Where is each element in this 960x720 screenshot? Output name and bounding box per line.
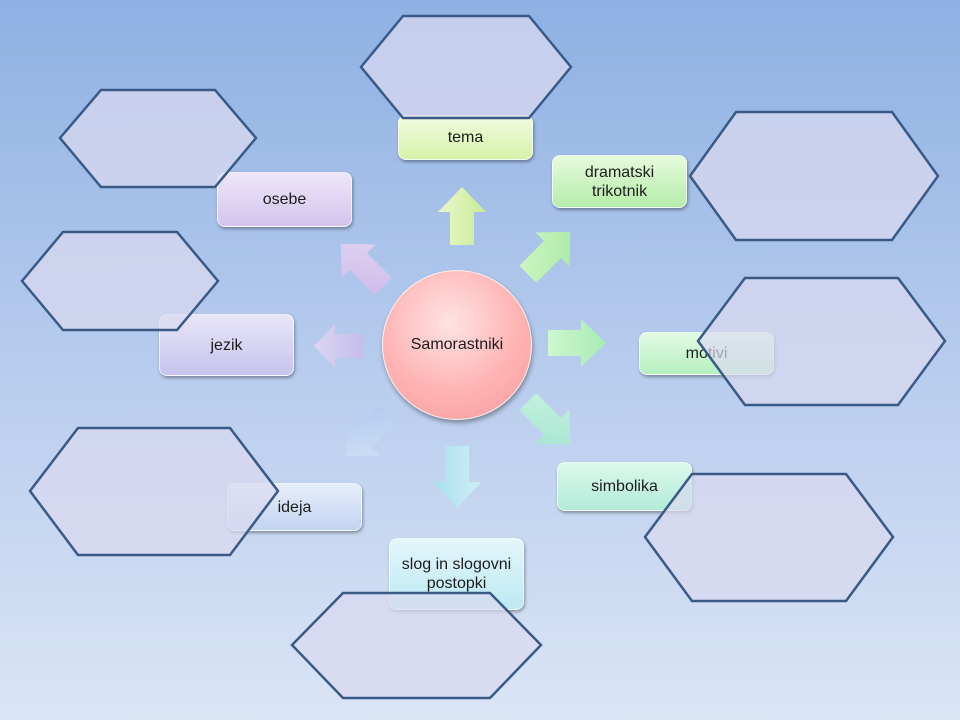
node-tema-label: tema (447, 129, 484, 146)
hexagon-motivi (696, 276, 947, 407)
arrow-osebe (340, 243, 392, 295)
hexagon-dramatski (688, 110, 940, 242)
arrow-jezik (314, 324, 363, 368)
arrow-simbolika (519, 393, 571, 445)
node-dramatski-label: dramatski trikotnik (584, 163, 655, 200)
arrow-ideja (345, 405, 397, 457)
node-jezik-label: jezik (210, 336, 243, 354)
node-tema: tema (398, 115, 533, 160)
node-ideja-label: ideja (277, 498, 312, 516)
hexagon-jezik (20, 230, 220, 332)
hexagon-slog (290, 591, 543, 700)
hexagon-simbolika (643, 472, 895, 603)
hexagon-ideja (28, 426, 280, 557)
arrow-tema (438, 187, 486, 245)
hexagon-tema (359, 14, 573, 120)
node-slog-label: slog in slogovni postopki (401, 556, 512, 592)
node-osebe-label: osebe (262, 191, 307, 208)
node-osebe: osebe (217, 172, 352, 227)
hexagon-osebe (58, 88, 258, 189)
node-simbolika-label: simbolika (591, 478, 658, 495)
arrow-dramatski (519, 231, 571, 283)
arrow-slog (433, 446, 481, 508)
center-node: Samorastniki (382, 270, 532, 420)
node-dramatski: dramatski trikotnik (552, 155, 687, 208)
center-label: Samorastniki (410, 336, 504, 353)
arrow-motivi (548, 319, 606, 367)
